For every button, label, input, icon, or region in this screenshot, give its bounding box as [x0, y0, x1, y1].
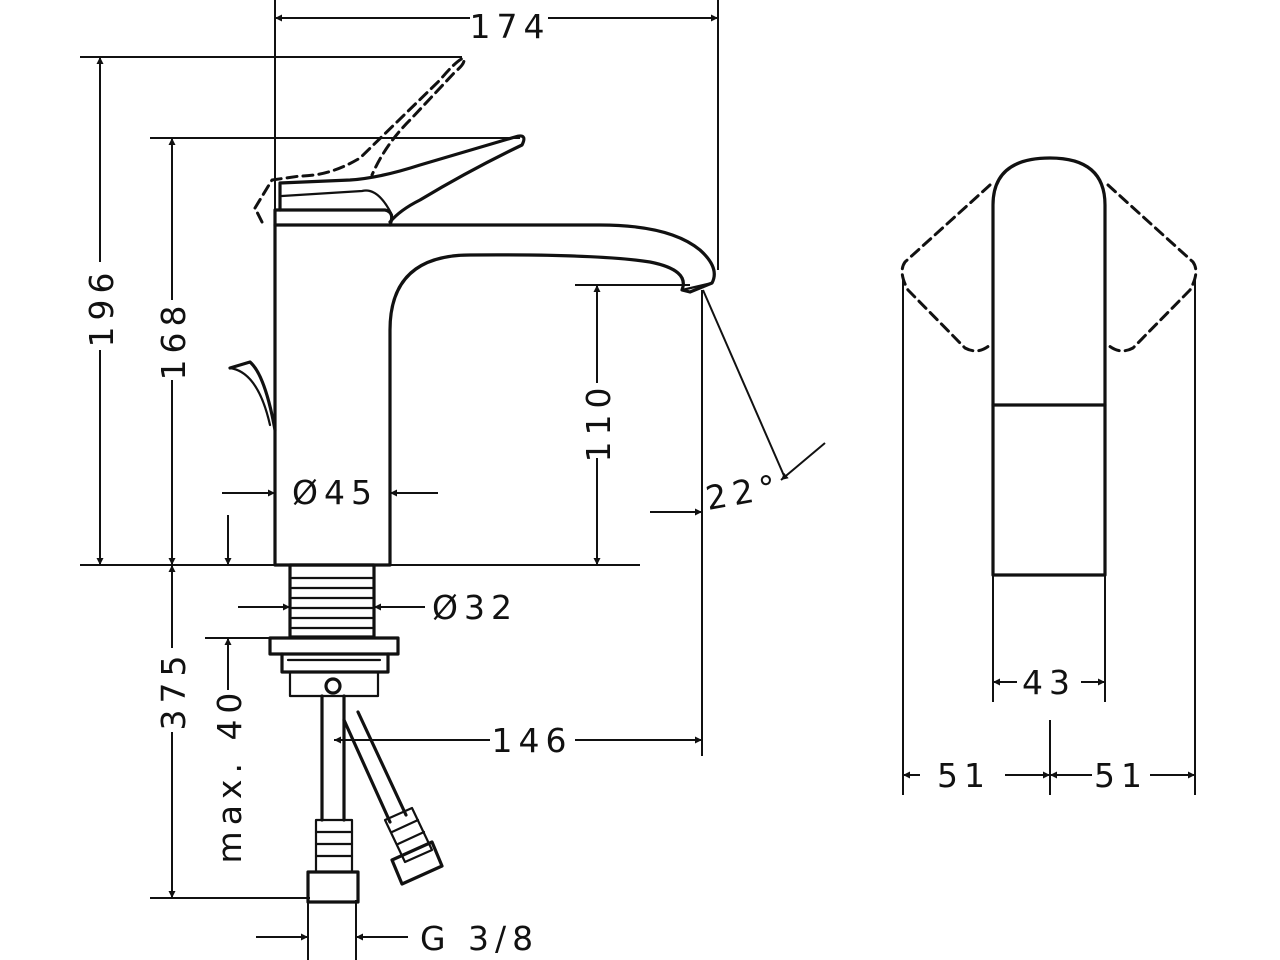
dim-spout-height: 110	[579, 382, 618, 463]
dim-max-counter: max. 40	[210, 687, 249, 864]
lever-raised-position	[253, 56, 466, 210]
handle-front-outline	[991, 156, 1107, 577]
hose-straight-connector	[306, 870, 360, 904]
nut-detail	[286, 658, 382, 698]
handle-swing-right	[1106, 183, 1198, 353]
mounting-nut	[280, 652, 390, 674]
dim-body-height: 168	[154, 300, 193, 381]
dim-shank-diameter: Ø32	[432, 588, 518, 627]
mounting-washer	[268, 636, 400, 656]
lever-handle-bottom	[280, 189, 394, 217]
dimension-lines	[80, 0, 1196, 960]
dim-overall-width: 174	[470, 7, 551, 46]
dim-total-height: 196	[82, 267, 121, 348]
dim-spray-angle: 22°	[703, 466, 785, 518]
shank-threads	[290, 576, 374, 630]
hose-straight-fitting	[314, 818, 354, 874]
hose-straight	[320, 694, 346, 822]
lever-handle	[278, 134, 526, 224]
dim-below-counter: 375	[154, 650, 193, 731]
hose-angled-fitting	[383, 806, 434, 864]
dim-handle-width: 43	[1022, 663, 1076, 702]
dim-swing-right: 51	[1094, 756, 1148, 795]
faucet-body-outline	[273, 223, 716, 567]
dim-thread: G 3/8	[420, 919, 539, 958]
dim-body-diameter: Ø45	[292, 473, 378, 512]
hose-angled	[342, 710, 408, 824]
hose-angled-connector	[390, 840, 444, 886]
dimension-labels: 174 196 168 110 22° Ø45 Ø32 375 max. 40 …	[82, 7, 1148, 958]
spout-underside	[680, 281, 714, 292]
handle-base	[273, 208, 394, 227]
handle-swing-left	[900, 183, 992, 353]
popup-rod-inner	[228, 366, 272, 427]
handle-front-view	[900, 156, 1198, 577]
nut-bolt	[324, 677, 342, 695]
dim-spout-reach: 146	[492, 721, 573, 760]
lever-raised-edge	[253, 206, 264, 224]
faucet-side-view	[228, 56, 716, 904]
dim-swing-left: 51	[937, 756, 991, 795]
threaded-shank	[288, 563, 376, 639]
popup-rod	[228, 360, 277, 432]
